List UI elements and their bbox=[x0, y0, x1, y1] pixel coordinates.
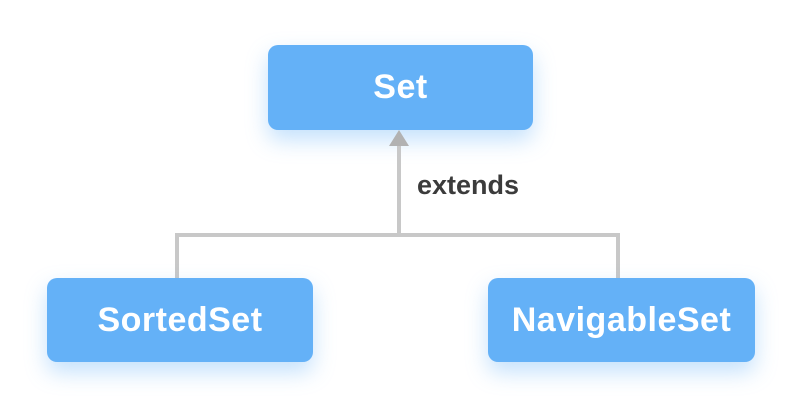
node-navigableset: NavigableSet bbox=[488, 278, 755, 362]
node-set: Set bbox=[268, 45, 533, 130]
edge-label-extends: extends bbox=[417, 170, 520, 200]
connector-left-stub-line bbox=[175, 233, 179, 278]
node-sortedset: SortedSet bbox=[47, 278, 313, 362]
connector-right-stub-line bbox=[616, 233, 620, 278]
connector-middle-vertical-line bbox=[397, 144, 401, 237]
node-navigableset-label: NavigableSet bbox=[511, 300, 732, 339]
node-set-label: Set bbox=[373, 68, 428, 106]
arrow-up-icon bbox=[389, 130, 409, 146]
node-sortedset-label: SortedSet bbox=[97, 300, 263, 339]
